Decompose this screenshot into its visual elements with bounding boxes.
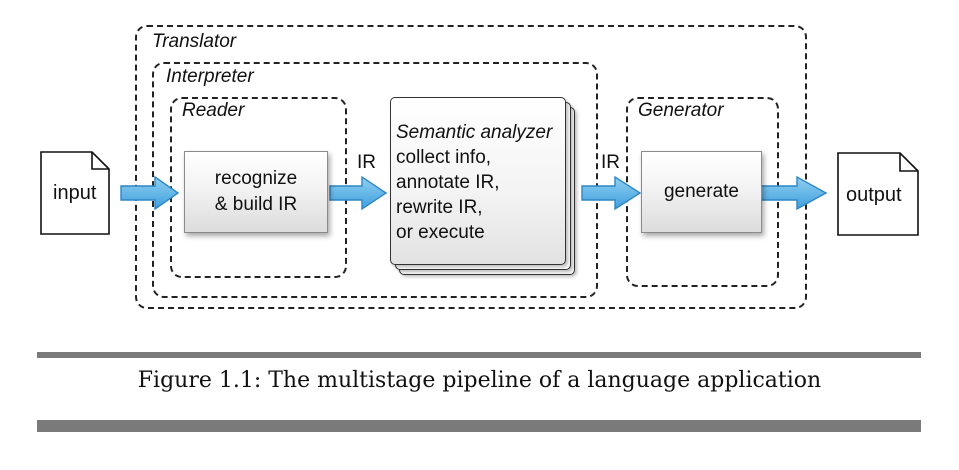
recognize-line-1: recognize xyxy=(214,168,298,189)
arrow-generator-to-output xyxy=(760,175,828,211)
arrow-input-to-reader xyxy=(120,175,180,211)
translator-label: Translator xyxy=(152,31,237,52)
interpreter-label: Interpreter xyxy=(166,66,254,87)
translator-region xyxy=(135,25,807,309)
input-label: input xyxy=(53,182,97,204)
semantic-analyzer-title: Semantic analyzer xyxy=(396,122,553,143)
ir-label-1: IR xyxy=(357,152,376,173)
semantic-line-4: or execute xyxy=(396,222,485,243)
figure-caption: Figure 1.1: The multistage pipeline of a… xyxy=(137,368,822,393)
semantic-line-1: collect info, xyxy=(396,147,492,168)
recognize-line-2: & build IR xyxy=(214,194,298,215)
caption-rule-top xyxy=(37,352,921,358)
interpreter-region xyxy=(152,62,598,298)
generator-label: Generator xyxy=(638,100,724,121)
generate-label: generate xyxy=(663,181,739,202)
semantic-line-2: annotate IR, xyxy=(396,172,500,193)
reader-label: Reader xyxy=(182,100,245,121)
semantic-line-3: rewrite IR, xyxy=(396,197,483,218)
arrow-semantic-to-generator xyxy=(581,175,642,211)
caption-rule-bottom xyxy=(37,420,921,432)
generate-box: generate xyxy=(641,151,762,233)
output-document-shape xyxy=(837,152,919,236)
output-label: output xyxy=(846,184,902,206)
semantic-analyzer-card xyxy=(390,97,566,265)
input-document-shape xyxy=(40,151,110,235)
ir-label-2: IR xyxy=(601,152,620,173)
recognize-build-ir-box: recognize & build IR xyxy=(184,151,328,233)
arrow-reader-to-semantic xyxy=(329,175,388,211)
